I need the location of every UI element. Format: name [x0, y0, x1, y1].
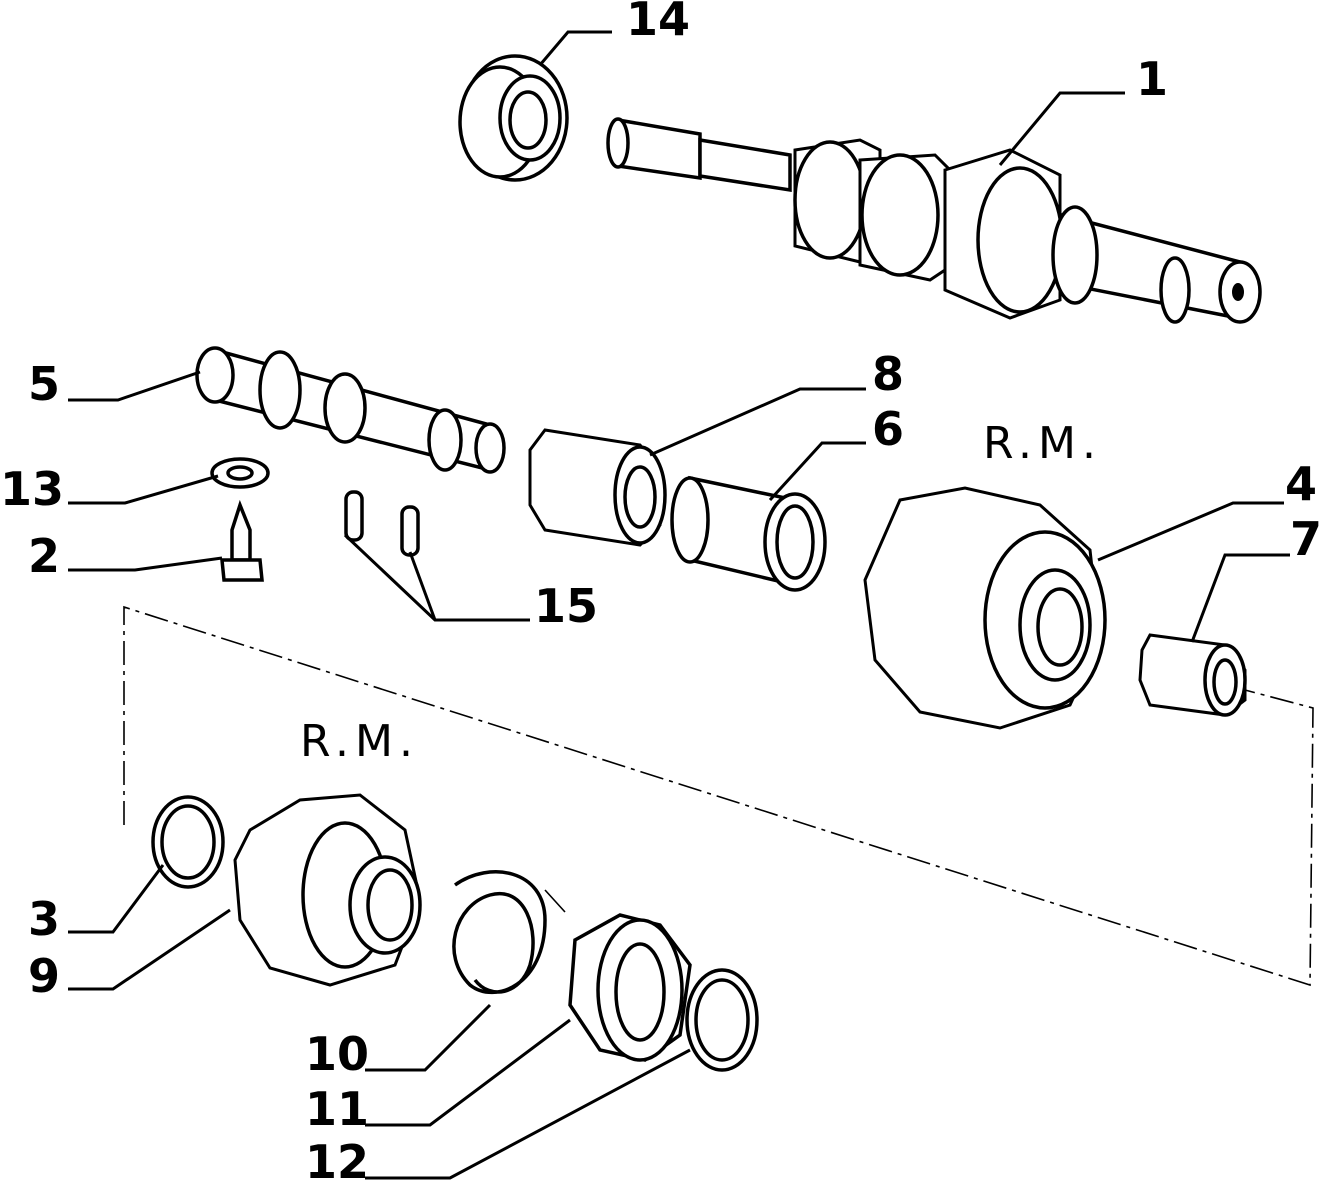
label-13: 13 — [0, 462, 64, 516]
label-4: 4 — [1285, 457, 1317, 511]
note-rm-top: R.M. — [983, 418, 1102, 469]
part-8-bearing — [528, 428, 667, 547]
part-15-pins — [344, 490, 420, 557]
part-6-bushing — [670, 475, 827, 592]
part-4-gear — [863, 486, 1107, 730]
part-9-gear — [233, 793, 422, 987]
part-7-bearing — [1138, 633, 1247, 717]
part-11-synchro-ring — [568, 913, 692, 1062]
part-3-circlip — [151, 795, 225, 889]
label-15: 15 — [534, 579, 598, 633]
part-5-shaft — [195, 346, 506, 474]
label-1: 1 — [1136, 52, 1168, 106]
leader-lines — [68, 30, 1290, 1180]
label-12: 12 — [305, 1135, 369, 1183]
label-7: 7 — [1290, 512, 1322, 566]
label-11: 11 — [305, 1082, 369, 1136]
label-2: 2 — [28, 529, 60, 583]
part-2-bolt — [220, 499, 264, 582]
assembly-axis-line — [123, 605, 1314, 987]
label-10: 10 — [305, 1027, 369, 1081]
label-5: 5 — [28, 357, 60, 411]
part-13-washer — [210, 457, 270, 489]
part-1-shaft — [606, 117, 1262, 324]
part-12-ring — [685, 968, 759, 1072]
label-8: 8 — [872, 347, 904, 401]
label-3: 3 — [28, 892, 60, 946]
label-9: 9 — [28, 949, 60, 1003]
part-14-seal — [458, 54, 569, 182]
note-rm-bottom: R.M. — [300, 716, 419, 767]
part-10-spring — [452, 870, 566, 995]
label-14: 14 — [626, 0, 690, 46]
label-6: 6 — [872, 402, 904, 456]
